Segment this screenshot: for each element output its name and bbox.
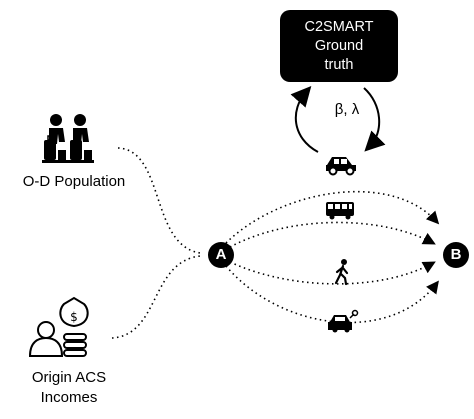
od-population-label: O-D Population xyxy=(22,173,126,190)
ground-truth-box: C2SMART Ground truth xyxy=(280,10,398,82)
calibration-arrow-down xyxy=(363,87,386,152)
node-a xyxy=(208,242,234,268)
ground-truth-line-3: truth xyxy=(324,56,354,73)
route-car xyxy=(225,190,440,244)
acs-income-label: Origin ACS Incomes xyxy=(6,368,132,408)
car-icon xyxy=(326,157,356,176)
acs-connector-line xyxy=(111,255,201,339)
route-walk xyxy=(229,261,436,285)
taxi-icon xyxy=(328,309,359,333)
route-bus xyxy=(229,221,436,248)
income-icon: $ xyxy=(28,296,89,357)
route-taxi xyxy=(225,265,439,324)
node-b-label: B xyxy=(450,246,462,263)
travellers-icon xyxy=(42,114,94,163)
calibration-arrow-up xyxy=(290,86,319,153)
node-b xyxy=(443,242,469,268)
ground-truth-line-1: C2SMART xyxy=(304,18,374,35)
acs-income-line-1: Origin ACS xyxy=(31,369,107,386)
ground-truth-line-2: Ground xyxy=(314,37,364,54)
od-connector-line xyxy=(117,147,201,254)
calibration-params-label: β, λ xyxy=(334,101,360,118)
walking-icon xyxy=(334,259,349,286)
bus-icon xyxy=(326,202,354,220)
acs-income-line-2: Incomes xyxy=(40,389,98,406)
svg-text:$: $ xyxy=(70,310,78,324)
node-a-label: A xyxy=(215,246,227,263)
